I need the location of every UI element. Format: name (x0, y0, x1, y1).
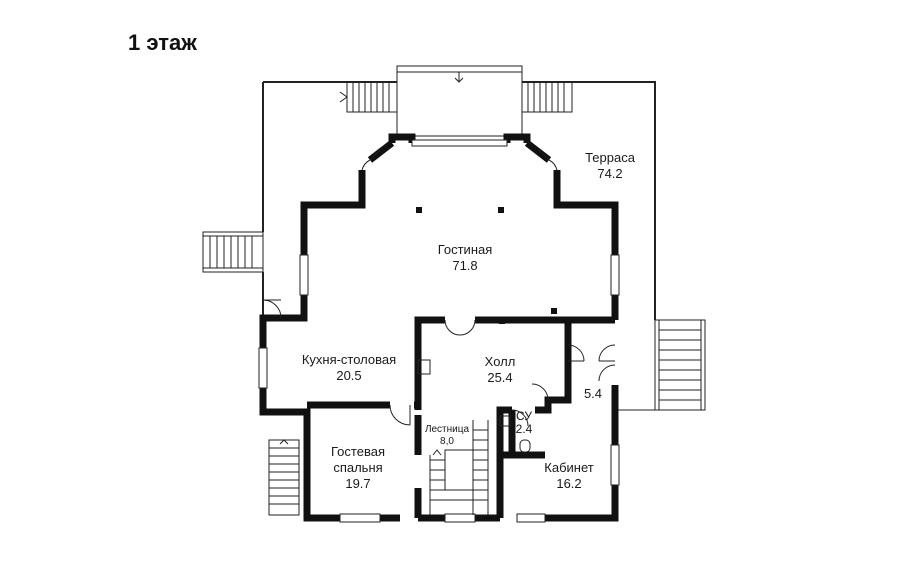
room-office-area: 16.2 (556, 476, 582, 491)
page-title: 1 этаж (128, 30, 197, 55)
room-kitchen-area: 20.5 (336, 368, 362, 383)
room-office-name: Кабинет (544, 460, 594, 475)
room-closet-area: 5.4 (583, 386, 603, 401)
room-guest-name-line2: спальня (333, 460, 383, 475)
interior-stair (429, 420, 489, 515)
columns (416, 207, 557, 324)
room-living: Гостиная 71.8 (425, 242, 505, 274)
room-guest-name-line1: Гостевая (331, 444, 385, 459)
guest-side-stair (268, 439, 300, 516)
room-closet: 5.4 (578, 386, 608, 402)
room-wc-area: 2.4 (515, 422, 533, 436)
fixtures (417, 359, 531, 453)
left-terrace-stair (202, 231, 264, 273)
top-entrance-steps (396, 65, 523, 137)
left-upper-stair (339, 81, 398, 113)
room-stair: Лестница 8,0 (420, 424, 474, 448)
room-hall: Холл 25.4 (470, 354, 530, 386)
right-terrace-stair (612, 319, 706, 411)
windows (258, 139, 620, 523)
right-upper-stair (521, 81, 573, 113)
room-hall-area: 25.4 (487, 370, 513, 385)
terrace-outline (262, 81, 656, 320)
room-stair-name: Лестница (424, 424, 470, 435)
room-kitchen-name: Кухня-столовая (301, 352, 397, 367)
room-wc-name: СУ (516, 409, 532, 423)
doors (262, 149, 616, 427)
room-living-name: Гостиная (437, 242, 493, 257)
room-office: Кабинет 16.2 (534, 460, 604, 492)
room-hall-name: Холл (484, 354, 516, 369)
room-guest: Гостевая спальня 19.7 (323, 444, 393, 492)
room-living-area: 71.8 (452, 258, 478, 273)
room-terrace-name: Терраса (585, 150, 635, 165)
walls (259, 133, 619, 522)
room-guest-area: 19.7 (345, 476, 371, 491)
room-stair-area: 8,0 (440, 436, 454, 447)
room-terrace: Терраса 74.2 (580, 150, 640, 182)
room-wc: СУ 2.4 (512, 410, 536, 436)
room-terrace-area: 74.2 (597, 166, 623, 181)
room-kitchen: Кухня-столовая 20.5 (294, 352, 404, 384)
